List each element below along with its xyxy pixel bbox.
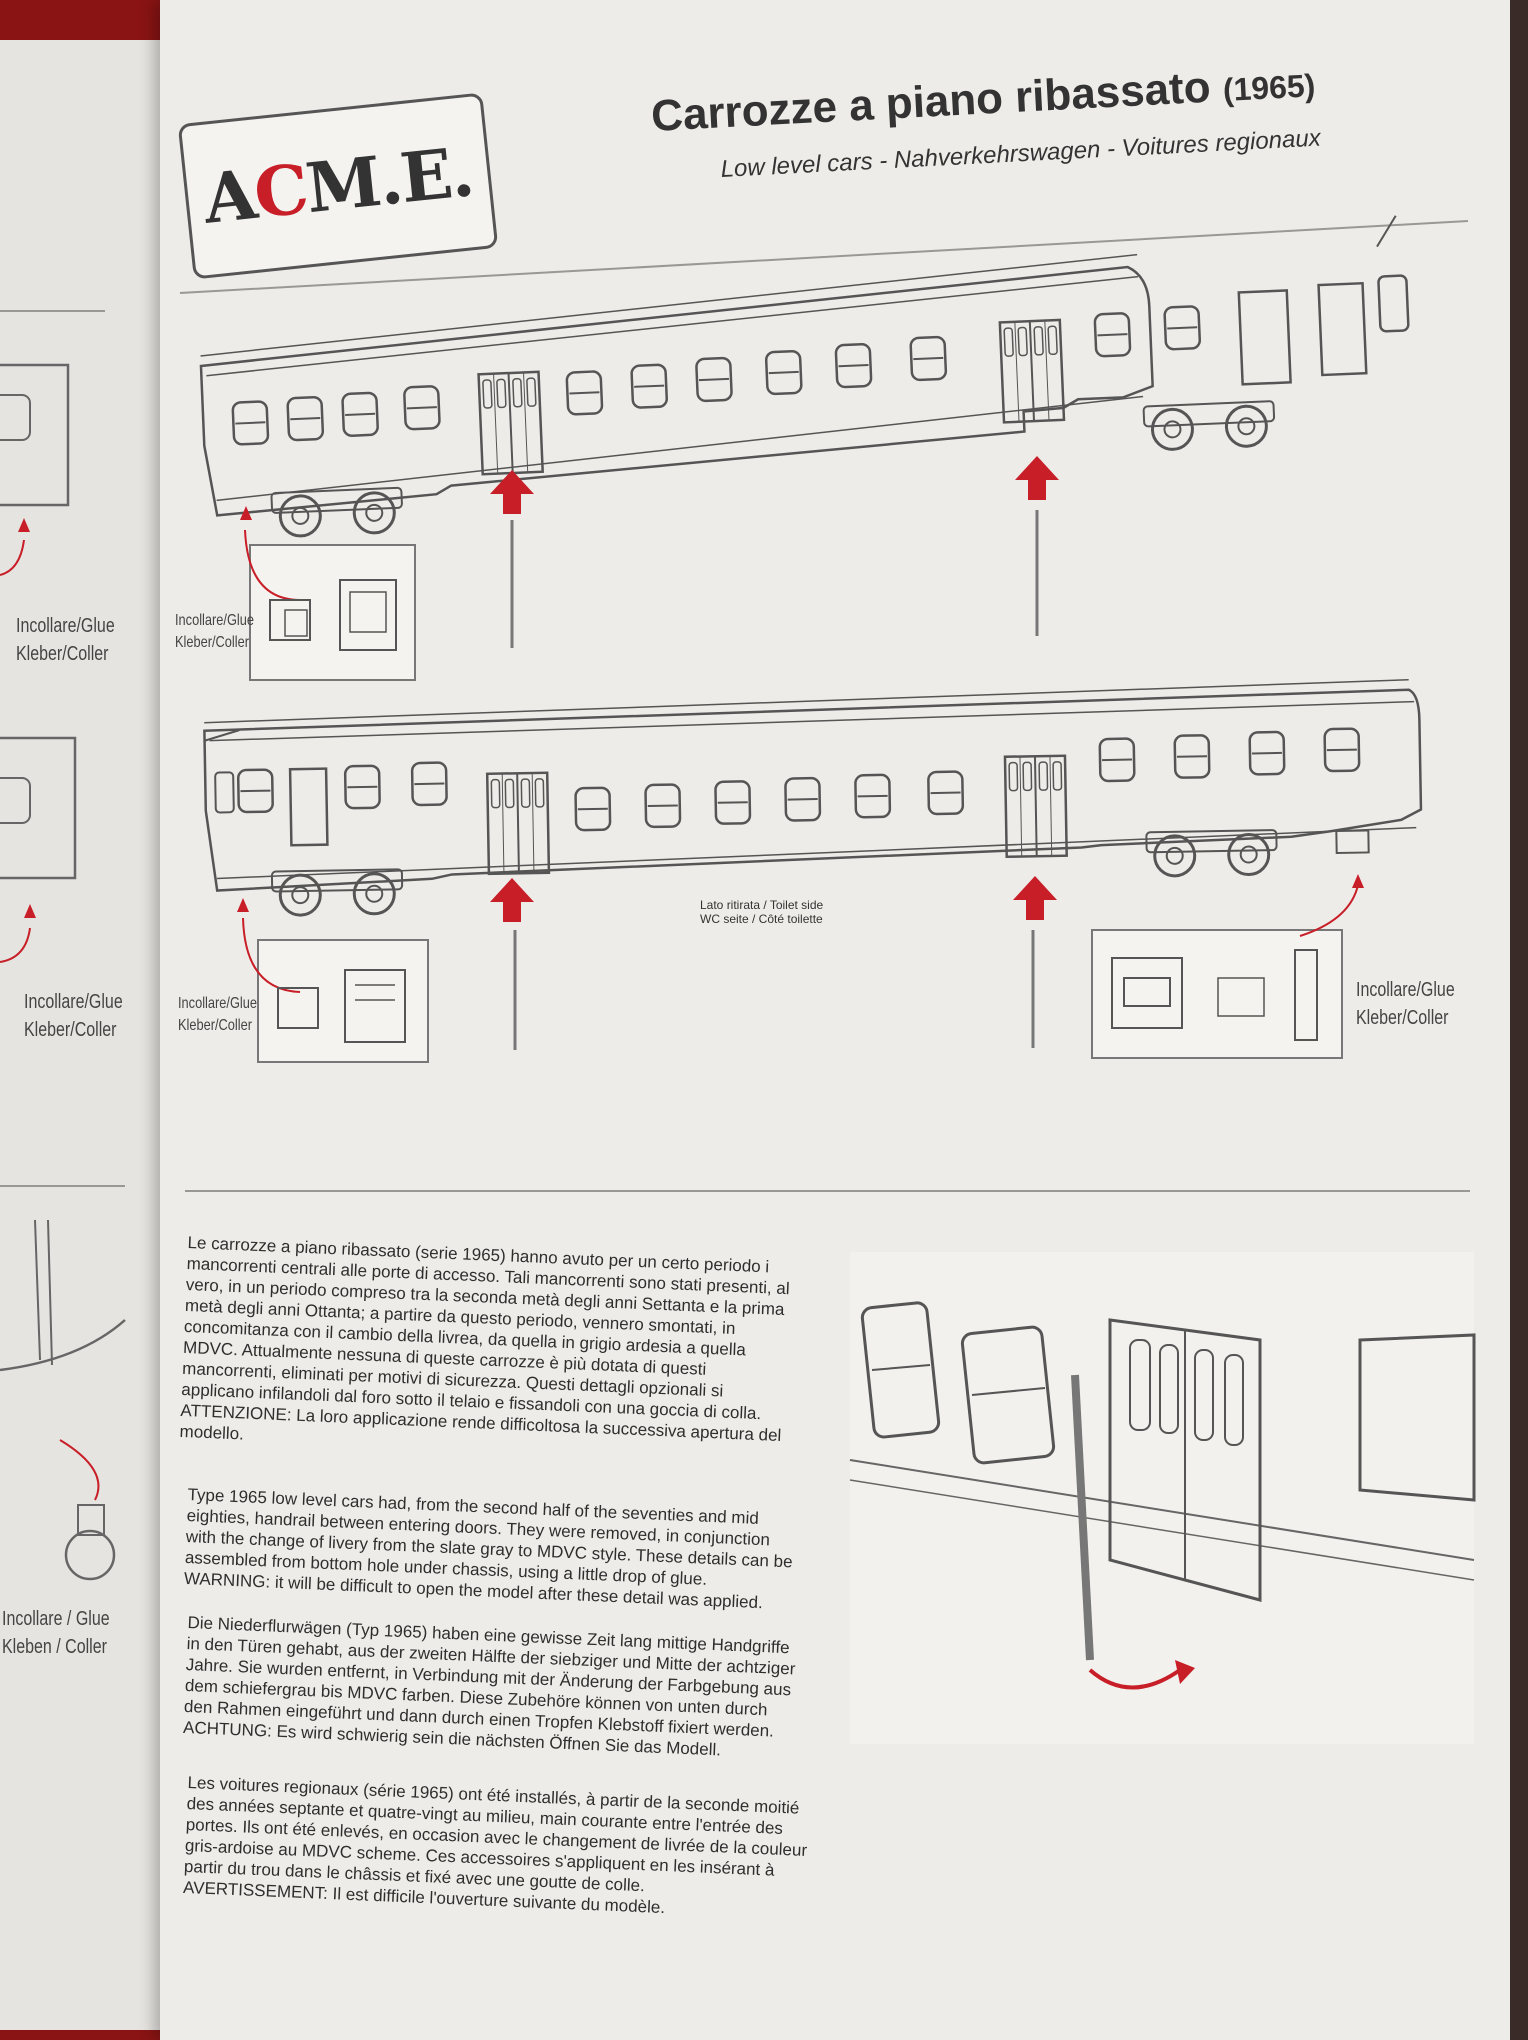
glue-label-line: Incollare/Glue: [1356, 979, 1455, 1001]
arrow-door-3: [490, 878, 534, 922]
glue-label-inset-2: Incollare/Glue Kleber/Coller: [178, 993, 257, 1037]
glue-label-line: Incollare/Glue: [16, 615, 115, 637]
inset-box-2: [257, 939, 429, 1063]
glue-label-line: Kleben / Coller: [2, 1636, 107, 1658]
glue-label-inset-1: Incollare/Glue Kleber/Coller: [175, 610, 254, 654]
toilet-note-line: WC seite / Côté toilette: [700, 912, 823, 926]
text-french: Les voitures regionaux (série 1965) ont …: [182, 1772, 813, 1936]
glue-label-main: Incollare/Glue Kleber/Coller: [1356, 976, 1455, 1032]
left-page-rule-lower: [0, 1185, 125, 1187]
glue-label-left-1: Incollare/Glue Kleber/Coller: [16, 612, 115, 668]
glue-label-line: Incollare/Glue: [24, 991, 123, 1013]
glue-label-line: Incollare / Glue: [2, 1608, 110, 1630]
background-edge: [1510, 0, 1528, 2040]
inset-box-3: [1091, 929, 1343, 1059]
left-page-rule: [0, 310, 105, 312]
toilet-side-note: Lato ritirata / Toilet side WC seite / C…: [700, 898, 823, 926]
glue-label-line: Kleber/Coller: [24, 1019, 117, 1041]
glue-label-line: Kleber/Coller: [175, 634, 249, 651]
text-german: Die Niederflurwägen (Typ 1965) haben ein…: [182, 1612, 799, 1776]
left-facing-page: [0, 40, 171, 2030]
glue-label-line: Kleber/Coller: [1356, 1007, 1449, 1029]
glue-label-line: Kleber/Coller: [16, 643, 109, 665]
section-divider: [185, 1190, 1470, 1192]
glue-label-line: Incollare/Glue: [175, 612, 254, 629]
inset-box-1: [249, 544, 416, 681]
arrow-door-2: [1015, 456, 1059, 500]
car-drawing-bottom: [203, 678, 1423, 918]
handrail-detail-drawing: [849, 1252, 1476, 1744]
car-drawing-top: [199, 215, 1410, 539]
arrow-door-4: [1013, 876, 1057, 920]
arrow-door-1: [490, 470, 534, 514]
glue-label-line: Kleber/Coller: [178, 1017, 252, 1034]
toilet-note-line: Lato ritirata / Toilet side: [700, 898, 824, 912]
glue-label-left-3: Incollare / Glue Kleben / Coller: [2, 1605, 110, 1661]
glue-label-line: Incollare/Glue: [178, 995, 257, 1012]
text-italian: Le carrozze a piano ribassato (serie 196…: [179, 1232, 796, 1479]
glue-label-left-2: Incollare/Glue Kleber/Coller: [24, 988, 123, 1044]
paragraph-italian: Le carrozze a piano ribassato (serie 196…: [181, 1232, 791, 1424]
